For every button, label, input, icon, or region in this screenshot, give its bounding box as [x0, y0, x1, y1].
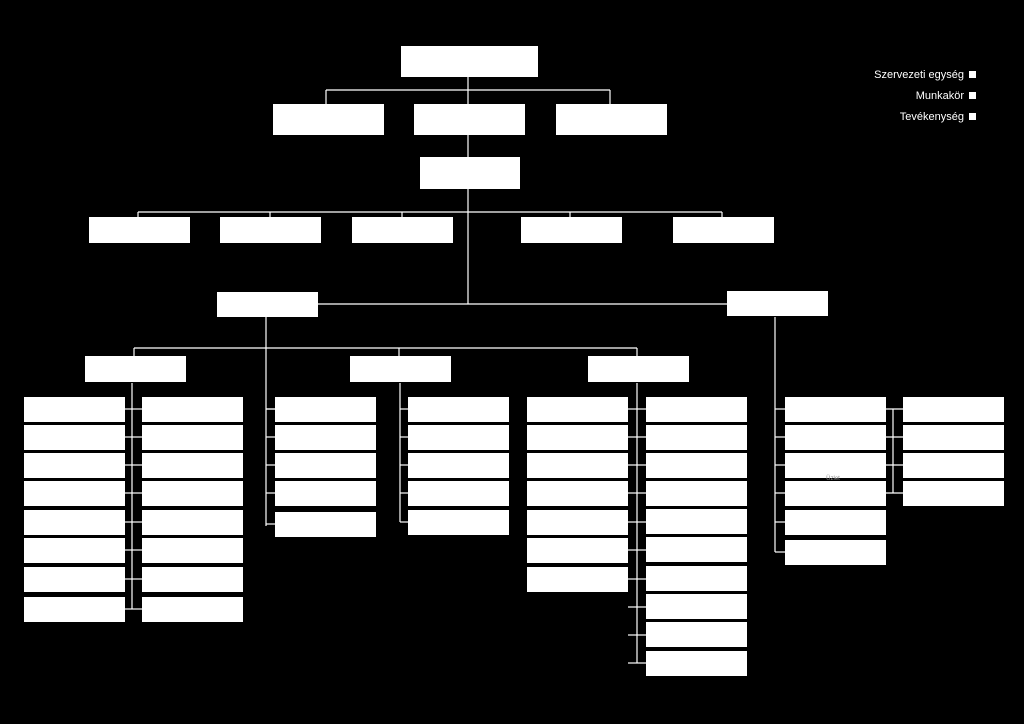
- job-box: [408, 453, 509, 478]
- job-box: [275, 512, 376, 537]
- job-box: [527, 510, 628, 535]
- job-box: [142, 481, 243, 506]
- level4-unit-box: [521, 217, 622, 243]
- job-box: [24, 567, 125, 592]
- job-box: [646, 481, 747, 506]
- job-box: [903, 481, 1004, 506]
- job-box: [142, 425, 243, 450]
- level2-unit-box: [273, 104, 384, 135]
- level4-unit-box: [352, 217, 453, 243]
- job-box: [527, 425, 628, 450]
- level4-unit-box: [673, 217, 774, 243]
- job-box: [785, 481, 886, 506]
- job-box: [646, 397, 747, 422]
- legend-item-activity: Tevékenység: [874, 106, 976, 127]
- job-box: [646, 566, 747, 591]
- job-box: [527, 397, 628, 422]
- department-box: [85, 356, 186, 382]
- job-box: [408, 425, 509, 450]
- job-box: [785, 540, 886, 565]
- job-box: [646, 537, 747, 562]
- job-box: [142, 597, 243, 622]
- job-box: [527, 481, 628, 506]
- job-box: [646, 509, 747, 534]
- job-box: [408, 397, 509, 422]
- job-box: [142, 453, 243, 478]
- level3-unit-box: [420, 157, 520, 189]
- legend-label: Szervezeti egység: [874, 68, 964, 81]
- box-label: Üzlet: [826, 475, 840, 482]
- level2-unit-box: [556, 104, 667, 135]
- job-box: [24, 397, 125, 422]
- job-box: [527, 453, 628, 478]
- job-box: [646, 622, 747, 647]
- job-box: [408, 510, 509, 535]
- job-box: [24, 425, 125, 450]
- job-box: [24, 538, 125, 563]
- job-box: [142, 538, 243, 563]
- job-box: [24, 510, 125, 535]
- square-icon: [969, 113, 976, 120]
- division-box: [727, 291, 828, 316]
- job-box: [275, 453, 376, 478]
- job-box: [527, 538, 628, 563]
- job-box: [527, 567, 628, 592]
- job-box: [142, 567, 243, 592]
- square-icon: [969, 92, 976, 99]
- job-box: [24, 597, 125, 622]
- job-box: [785, 397, 886, 422]
- job-box: [646, 425, 747, 450]
- department-box: [588, 356, 689, 382]
- job-box: [24, 453, 125, 478]
- job-box: [408, 481, 509, 506]
- level4-unit-box: [89, 217, 190, 243]
- job-box: [275, 397, 376, 422]
- job-box: [142, 510, 243, 535]
- job-box: [646, 651, 747, 676]
- job-box: [903, 425, 1004, 450]
- job-box: [903, 397, 1004, 422]
- job-box: [785, 425, 886, 450]
- division-box: [217, 292, 318, 317]
- job-box: [142, 397, 243, 422]
- job-box: [24, 481, 125, 506]
- level4-unit-box: [220, 217, 321, 243]
- legend: Szervezeti egység Munkakör Tevékenység: [874, 64, 976, 127]
- job-box: [903, 453, 1004, 478]
- square-icon: [969, 71, 976, 78]
- level2-unit-box: [414, 104, 525, 135]
- job-box: [785, 510, 886, 535]
- job-box: [785, 453, 886, 478]
- job-box: [646, 453, 747, 478]
- department-box: [350, 356, 451, 382]
- legend-item-organizational-unit: Szervezeti egység: [874, 64, 976, 85]
- legend-label: Tevékenység: [899, 110, 964, 123]
- legend-label: Munkakör: [915, 89, 964, 102]
- legend-item-job-role: Munkakör: [874, 85, 976, 106]
- job-box: [275, 425, 376, 450]
- job-box: [646, 594, 747, 619]
- job-box: [275, 481, 376, 506]
- top-unit-box: [401, 46, 538, 77]
